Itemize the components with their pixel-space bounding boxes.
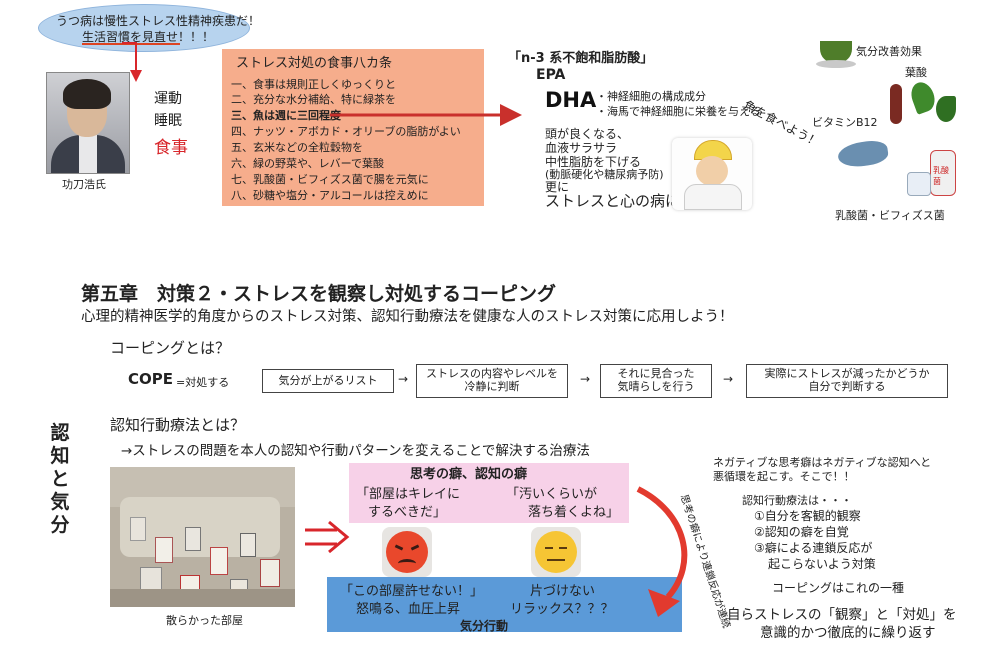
bubble-arrow	[122, 42, 142, 82]
right-intro: 悪循環を起こす。そこで！！	[713, 470, 855, 483]
fish-eater-illustration	[672, 138, 752, 210]
person-photo	[46, 72, 130, 174]
liver-skewer-icon	[890, 84, 902, 124]
thought-2: 落ち着くよね」	[528, 505, 620, 520]
cope-definition: =対処する	[176, 376, 230, 389]
cope-word: COPE	[128, 370, 173, 388]
cbt-definition: →ストレスの問題を本人の認知や行動パターンを変えることで解決する治療法	[121, 443, 590, 459]
diet-rule: 五、玄米などの全粒穀物を	[231, 141, 363, 154]
thought-1: 「部屋はキレイに	[356, 487, 461, 502]
diet-rules-title: ストレス対処の食事八カ条	[236, 56, 393, 71]
label-lactic: 乳酸菌・ビフィズス菌	[835, 209, 945, 222]
n3-title: 「n-3 系不飽和脂肪酸」	[508, 51, 654, 66]
diet-rule: 一、食事は規則正しくゆっくりと	[231, 78, 396, 91]
action-1: 「この部屋許せない！」	[340, 584, 484, 599]
final-line: 意識的かつ徹底的に繰り返す	[760, 625, 936, 641]
lifestyle-exercise: 運動	[154, 91, 182, 107]
dha-label: DHA	[545, 88, 597, 112]
diet-rule-fish: 三、魚は週に三回程度	[231, 109, 341, 122]
yogurt-drink-icon: 乳酸菌	[930, 150, 956, 196]
flow-box: 気分が上がるリスト	[262, 369, 394, 393]
effect-line: 頭が良くなる、	[545, 127, 630, 141]
final-line: 自らストレスの「観察」と「対処」を	[727, 607, 957, 623]
effect-line: 更に	[545, 180, 570, 194]
action-2: リラックス？？？	[510, 602, 614, 617]
fish-bubble: 魚を食べよう！	[741, 98, 823, 150]
dha-note: ・神経細胞の構成成分	[596, 90, 706, 103]
cbt-step: ①自分を客観的観察	[754, 509, 861, 523]
diet-rule: 六、緑の野菜や、レバーで葉酸	[231, 157, 385, 170]
diet-rule: 二、充分な水分補給、特に緑茶を	[231, 93, 396, 106]
fish-rule-arrow	[330, 104, 522, 126]
diet-rules-box	[222, 49, 484, 206]
effect-stress: ストレスと心の病に効	[545, 192, 696, 210]
fish-icon	[836, 138, 890, 170]
green-tea-icon	[820, 41, 852, 63]
spinach-icon	[936, 96, 956, 122]
epa-label: EPA	[536, 67, 566, 83]
action-2: 片づけない	[530, 584, 596, 599]
flow-arrow: →	[723, 372, 734, 386]
neutral-face-icon	[531, 527, 581, 577]
lifestyle-food: 食事	[154, 138, 188, 158]
effect-line: 血液サラサラ	[545, 141, 618, 155]
lifestyle-sleep: 睡眠	[154, 113, 182, 129]
action-box	[327, 577, 682, 632]
messy-room-photo	[110, 467, 295, 607]
flow-arrow: →	[580, 372, 591, 386]
coping-kind: コーピングはこれの一種	[772, 581, 905, 595]
effect-line: (動脈硬化や糖尿病予防)	[545, 168, 664, 181]
flow-box: ストレスの内容やレベルを 冷静に判断	[416, 364, 568, 398]
thought-box	[349, 463, 629, 523]
thought-2: 「汚いくらいが	[506, 487, 598, 502]
cbt-step: ②認知の癖を自覚	[754, 525, 849, 539]
action-title: 気分行動	[460, 619, 509, 633]
effect-line: 中性脂肪を下げる	[545, 155, 642, 169]
flow-box: それに見合った 気晴らしを行う	[600, 364, 712, 398]
cbt-step: ③癖による連鎖反応が	[754, 541, 873, 555]
chapter-title: 第五章 対策２・ストレスを観察し対処するコーピング	[81, 283, 557, 305]
chapter-subtitle: 心理的精神医学的角度からのストレス対策、認知行動療法を健康な人のストレス対策に応…	[81, 309, 734, 325]
cbt-label: 認知行動療法は・・・	[742, 494, 852, 507]
room-caption: 散らかった部屋	[166, 614, 243, 627]
label-tea: 気分改善効果	[856, 45, 922, 58]
chain-arrow	[636, 486, 688, 617]
vertical-title: 認 知 と 気 分	[50, 422, 70, 536]
cbt-step: 起こらないよう対策	[768, 557, 876, 571]
thought-title: 思考の癖、認知の癖	[410, 467, 528, 482]
action-1: 怒鳴る、血圧上昇	[356, 602, 461, 617]
flow-arrow: →	[398, 372, 409, 386]
cbt-question: 認知行動療法とは？	[110, 416, 246, 434]
person-caption: 功刀浩氏	[62, 178, 106, 191]
right-intro: ネガティブな思考癖はネガティブな認知へと	[713, 456, 932, 469]
diet-rule: 七、乳酸菌・ビフィズス菌で腸を元気に	[231, 173, 429, 186]
yogurt-cup-icon	[907, 172, 931, 196]
flow-box: 実際にストレスが減ったかどうか 自分で判断する	[746, 364, 948, 398]
bubble-text-2: 生活習慣を見直せ！！！	[82, 30, 215, 44]
diet-rule: 四、ナッツ・アボカド・オリーブの脂肪がよい	[231, 125, 461, 138]
bubble-text-1: うつ病は慢性ストレス性精神疾患だ！	[56, 14, 261, 28]
angry-face-icon	[382, 527, 432, 577]
dha-note: ・海馬で神経細胞に栄養を与える	[596, 105, 761, 118]
double-arrow	[305, 520, 350, 554]
spinach-icon	[907, 79, 939, 115]
diet-rule: 八、砂糖や塩分・アルコールは控えめに	[231, 189, 429, 202]
coping-question: コーピングとは？	[110, 339, 231, 357]
thought-1: するべきだ」	[368, 505, 447, 520]
label-b12: ビタミンB12	[812, 116, 878, 129]
saucer-icon	[816, 60, 856, 68]
label-folate: 葉酸	[905, 66, 927, 79]
